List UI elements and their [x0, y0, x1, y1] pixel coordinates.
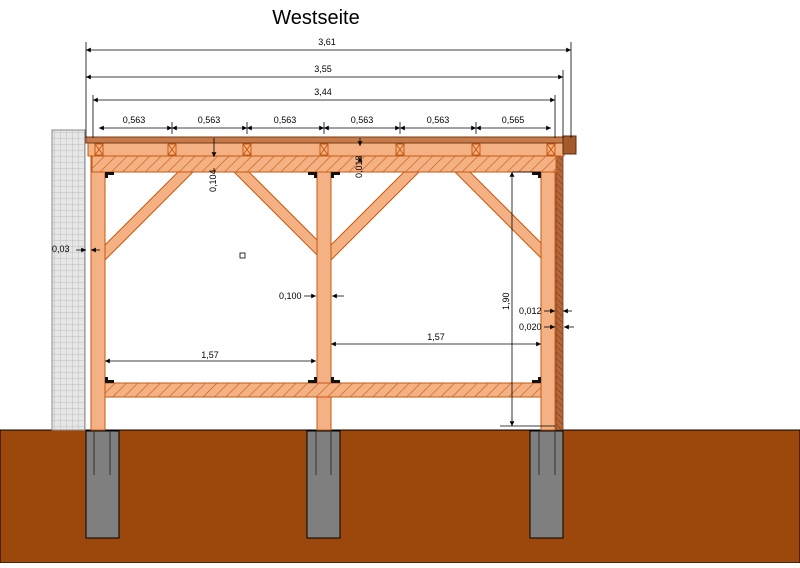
dim-post-width: 0,100	[279, 291, 302, 301]
foundation-middle	[306, 430, 341, 539]
dimension-labels: 3,61 3,55 3,44 0,563 0,563 0,563 0,563 0…	[52, 37, 542, 360]
dim-purlin-height: 0,018	[354, 155, 364, 178]
foundations	[85, 430, 564, 539]
dim-span-right: 1,57	[427, 332, 445, 342]
dim-edge-board: 0,020	[519, 322, 542, 332]
dim-beam-height: 0,104	[208, 169, 218, 192]
foundation-right	[529, 430, 564, 539]
house-wall	[51, 129, 86, 431]
dim-rafter-2: 0,563	[198, 115, 221, 125]
dim-wall-gap: 0,03	[52, 244, 70, 254]
dim-post-height: 1,90	[501, 292, 511, 310]
ground	[0, 429, 800, 564]
dimension-lines	[76, 42, 574, 427]
drawing-title: Westseite	[272, 7, 359, 29]
roof-board	[85, 136, 567, 144]
dim-edge-small: 0,012	[519, 306, 542, 316]
dim-rafter-4: 0,563	[351, 115, 374, 125]
purlin-layer	[87, 142, 565, 157]
dim-rafter-3: 0,563	[274, 115, 297, 125]
dim-rafter-5: 0,563	[427, 115, 450, 125]
dim-rafter-6: 0,565	[502, 115, 525, 125]
dim-total-middle: 3,55	[314, 64, 332, 74]
dim-total-overall: 3,61	[318, 37, 336, 47]
posts	[90, 154, 556, 431]
connectors	[105, 172, 541, 383]
post-left	[90, 154, 106, 431]
gutter	[562, 135, 577, 155]
selection-marker	[239, 252, 246, 259]
foundation-left	[85, 430, 120, 539]
bottom-beam	[104, 382, 542, 398]
side-cladding	[555, 154, 564, 431]
dim-total-inner: 3,44	[314, 87, 332, 97]
rafter-ends	[94, 143, 556, 156]
dim-span-left: 1,57	[201, 350, 219, 360]
top-beam	[91, 154, 557, 173]
dim-rafter-1: 0,563	[123, 115, 146, 125]
post-right	[540, 154, 556, 431]
